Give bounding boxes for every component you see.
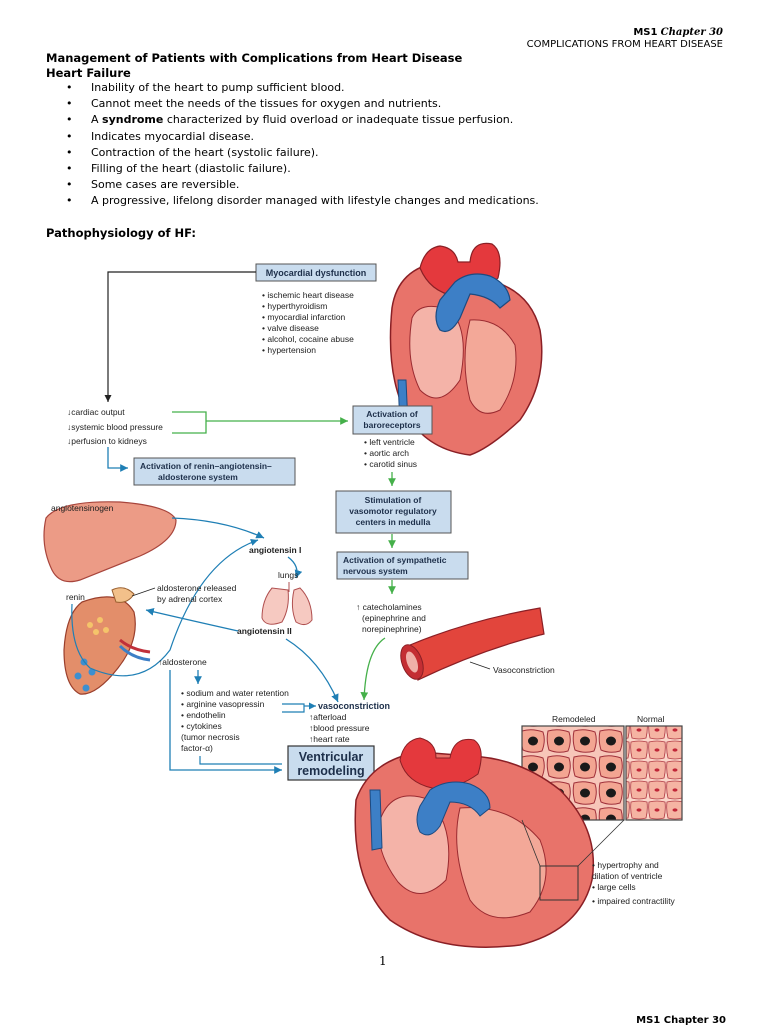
remodeling-label: Ventricular bbox=[299, 750, 364, 764]
decrease-item: ↓perfusion to kidneys bbox=[67, 436, 147, 446]
baro-site: • carotid sinus bbox=[364, 459, 417, 469]
cause-item: • hypertension bbox=[262, 345, 316, 355]
retention-item: factor-α) bbox=[181, 743, 213, 753]
cause-item: • hyperthyroidism bbox=[262, 301, 327, 311]
list-item: Contraction of the heart (systolic failu… bbox=[46, 145, 539, 161]
page-number: 1 bbox=[379, 954, 387, 968]
angiotensin-2-label: angiotensin II bbox=[237, 626, 292, 636]
heart-effect: • large cells bbox=[592, 882, 636, 892]
running-header: MS1 Chapter 30 COMPLICATIONS FROM HEART … bbox=[527, 27, 723, 51]
svg-text:by adrenal cortex: by adrenal cortex bbox=[157, 594, 223, 604]
cause-item: • ischemic heart disease bbox=[262, 290, 354, 300]
aldosterone-released-label: aldosterone released bbox=[157, 583, 237, 593]
list-item: A syndrome characterized by fluid overlo… bbox=[46, 112, 539, 128]
list-item: Filling of the heart (diastolic failure)… bbox=[46, 161, 539, 177]
list-item: A progressive, lifelong disorder managed… bbox=[46, 193, 539, 209]
heart-effect: • impaired contractility bbox=[592, 896, 676, 906]
normal-label: Normal bbox=[637, 714, 665, 724]
decrease-item: ↓systemic blood pressure bbox=[67, 422, 163, 432]
list-item: Indicates myocardial disease. bbox=[46, 129, 539, 145]
vasoconstriction-label: vasoconstriction bbox=[318, 701, 390, 711]
list-item: Some cases are reversible. bbox=[46, 177, 539, 193]
retention-item: • arginine vasopressin bbox=[181, 699, 265, 709]
decrease-item: ↓cardiac output bbox=[67, 407, 125, 417]
header-subtitle: COMPLICATIONS FROM HEART DISEASE bbox=[526, 39, 723, 50]
svg-text:norepinephrine): norepinephrine) bbox=[362, 624, 422, 634]
vasoconstriction-image-label: Vasoconstriction bbox=[493, 665, 555, 675]
vaso-effect: ↑afterload bbox=[309, 712, 347, 722]
angiotensin-1-label: angiotensin I bbox=[249, 545, 301, 555]
kidney-illustration bbox=[63, 587, 151, 695]
vasomotor-label: Stimulation of bbox=[365, 495, 422, 505]
lungs-illustration bbox=[261, 582, 313, 626]
cause-item: • alcohol, cocaine abuse bbox=[262, 334, 354, 344]
next-page-header-partial: MS1 Chapter 30 bbox=[636, 1015, 726, 1026]
catecholamines-label: ↑ catecholamines bbox=[356, 602, 422, 612]
baro-site: • aortic arch bbox=[364, 448, 409, 458]
svg-text:aldosterone system: aldosterone system bbox=[158, 472, 238, 482]
heart-illustration-bottom bbox=[354, 737, 595, 948]
header-chapter: Chapter 30 bbox=[660, 27, 723, 38]
list-item: Inability of the heart to pump sufficien… bbox=[46, 80, 539, 96]
vaso-effect: ↑blood pressure bbox=[309, 723, 370, 733]
syndrome-term: syndrome bbox=[102, 113, 164, 127]
vessel-illustration bbox=[400, 607, 545, 681]
aldosterone-label: ↑aldosterone bbox=[158, 657, 207, 667]
baroreceptors-label: Activation of bbox=[366, 409, 418, 419]
title-line-1: Management of Patients with Complication… bbox=[46, 51, 463, 65]
cause-item: • myocardial infarction bbox=[262, 312, 346, 322]
sympathetic-label: Activation of sympathetic bbox=[343, 555, 447, 565]
retention-item: (tumor necrosis bbox=[181, 732, 240, 742]
bullet-list: Inability of the heart to pump sufficien… bbox=[46, 80, 539, 210]
remodeled-label: Remodeled bbox=[552, 714, 596, 724]
vaso-effect: ↑heart rate bbox=[309, 734, 350, 744]
liver-illustration bbox=[43, 501, 177, 583]
header-code: MS1 bbox=[633, 27, 658, 38]
retention-item: • sodium and water retention bbox=[181, 688, 289, 698]
retention-item: • cytokines bbox=[181, 721, 222, 731]
svg-text:baroreceptors: baroreceptors bbox=[363, 420, 420, 430]
cause-item: • valve disease bbox=[262, 323, 319, 333]
title-line-2: Heart Failure bbox=[46, 66, 131, 80]
section-heading: Pathophysiology of HF: bbox=[46, 226, 196, 240]
svg-text:remodeling: remodeling bbox=[297, 764, 364, 778]
baro-site: • left ventricle bbox=[364, 437, 415, 447]
raas-label: Activation of renin–angiotensin– bbox=[140, 461, 272, 471]
renin-label: renin bbox=[66, 592, 85, 602]
myocardial-dysfunction-label: Myocardial dysfunction bbox=[266, 268, 367, 278]
normal-cells bbox=[625, 725, 683, 821]
svg-text:(epinephrine and: (epinephrine and bbox=[362, 613, 426, 623]
heart-effect: • hypertrophy and bbox=[592, 860, 659, 870]
angiotensinogen-label: angiotensinogen bbox=[51, 503, 114, 513]
list-item: Cannot meet the needs of the tissues for… bbox=[46, 96, 539, 112]
lungs-label: lungs bbox=[278, 570, 298, 580]
svg-text:nervous system: nervous system bbox=[343, 566, 408, 576]
retention-item: • endothelin bbox=[181, 710, 226, 720]
svg-text:vasomotor regulatory: vasomotor regulatory bbox=[349, 506, 437, 516]
heart-effect: dilation of ventricle bbox=[592, 871, 663, 881]
page-title: Management of Patients with Complication… bbox=[46, 51, 462, 81]
svg-text:centers in medulla: centers in medulla bbox=[356, 517, 431, 527]
